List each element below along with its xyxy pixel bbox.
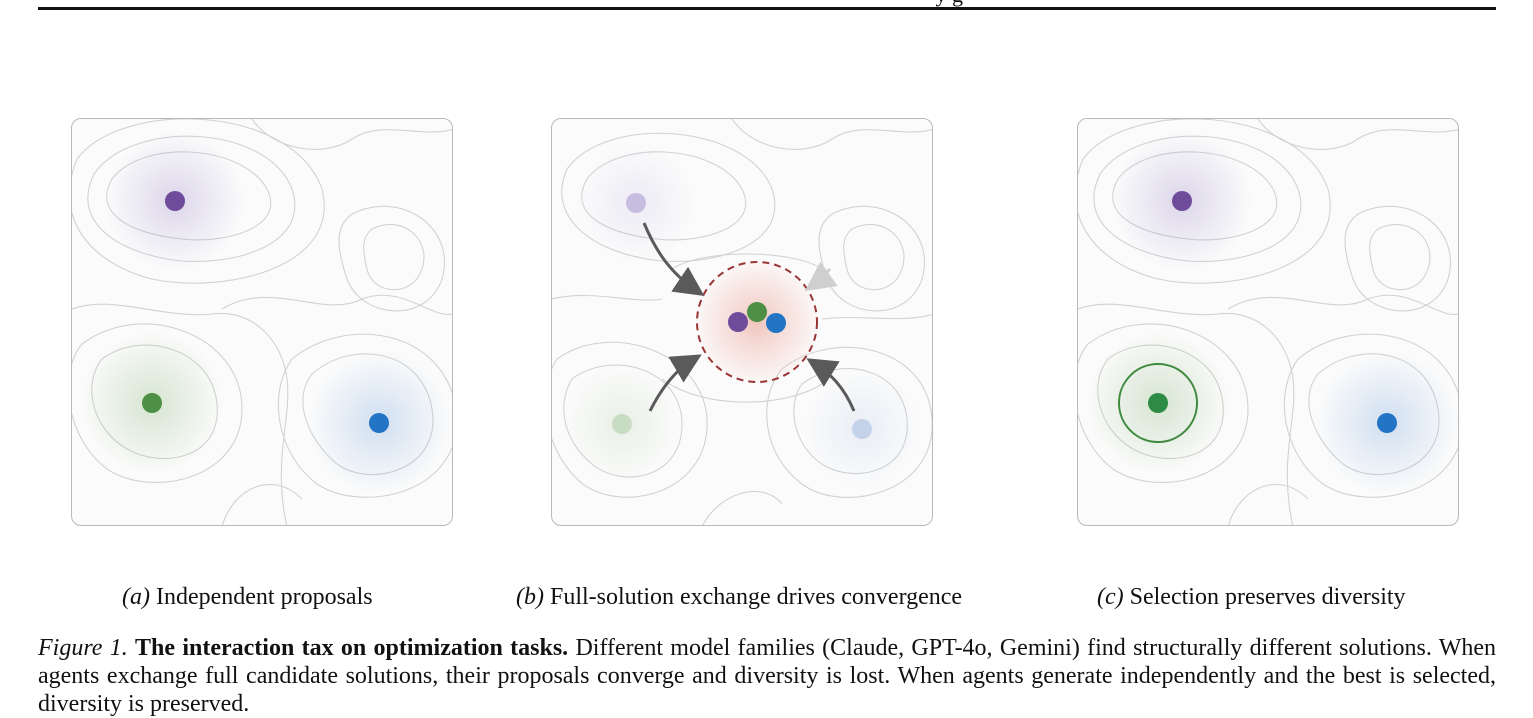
convergence-arrow <box>648 354 702 412</box>
caption-title: The interaction tax on optimization task… <box>135 635 569 661</box>
convergence-arrow <box>642 222 705 297</box>
panel-a-svg <box>72 119 452 525</box>
panel-a-landscape <box>71 118 453 526</box>
blue-solution-dot <box>369 413 389 433</box>
purple-solution-dot <box>1172 191 1192 211</box>
subcaption-tag: (a) <box>122 584 150 610</box>
subcaption-c: (c) Selection preserves diversity <box>1097 583 1406 611</box>
faded-purple-dot <box>626 193 646 213</box>
subcaption-tag: (c) <box>1097 584 1124 610</box>
header-rule <box>38 7 1496 10</box>
figure-caption: Figure 1. The interaction tax on optimiz… <box>38 634 1496 718</box>
purple-solution-dot <box>165 191 185 211</box>
green-solution-dot <box>142 393 162 413</box>
blue-solution-dot <box>1377 413 1397 433</box>
subcaption-label: Selection preserves diversity <box>1129 584 1406 610</box>
subcaption-b: (b) Full-solution exchange drives conver… <box>516 583 962 611</box>
subcaption-label: Independent proposals <box>155 584 373 610</box>
panel-c-landscape <box>1077 118 1459 526</box>
convergence-arrow <box>806 358 856 412</box>
panel-b-svg <box>552 119 932 525</box>
blue-solution-dot <box>766 313 786 333</box>
subcaption-tag: (b) <box>516 584 544 610</box>
figure-label: Figure 1. <box>38 635 128 661</box>
caption-body: Different model families (Claude, GPT-4o… <box>38 635 1497 717</box>
subcaption-label: Full-solution exchange drives convergenc… <box>549 584 963 610</box>
faded-green-dot <box>612 414 632 434</box>
subcaption-a: (a) Independent proposals <box>122 583 373 611</box>
purple-solution-dot <box>728 312 748 332</box>
green-solution-dot <box>747 302 767 322</box>
convergence-ring <box>696 261 818 383</box>
panel-c-svg <box>1078 119 1458 525</box>
running-header: y g <box>0 0 1533 6</box>
selection-ring <box>1118 363 1198 443</box>
green-solution-dot <box>1148 393 1168 413</box>
panel-b-landscape <box>551 118 933 526</box>
faint-arrow <box>804 261 838 292</box>
faded-blue-dot <box>852 419 872 439</box>
